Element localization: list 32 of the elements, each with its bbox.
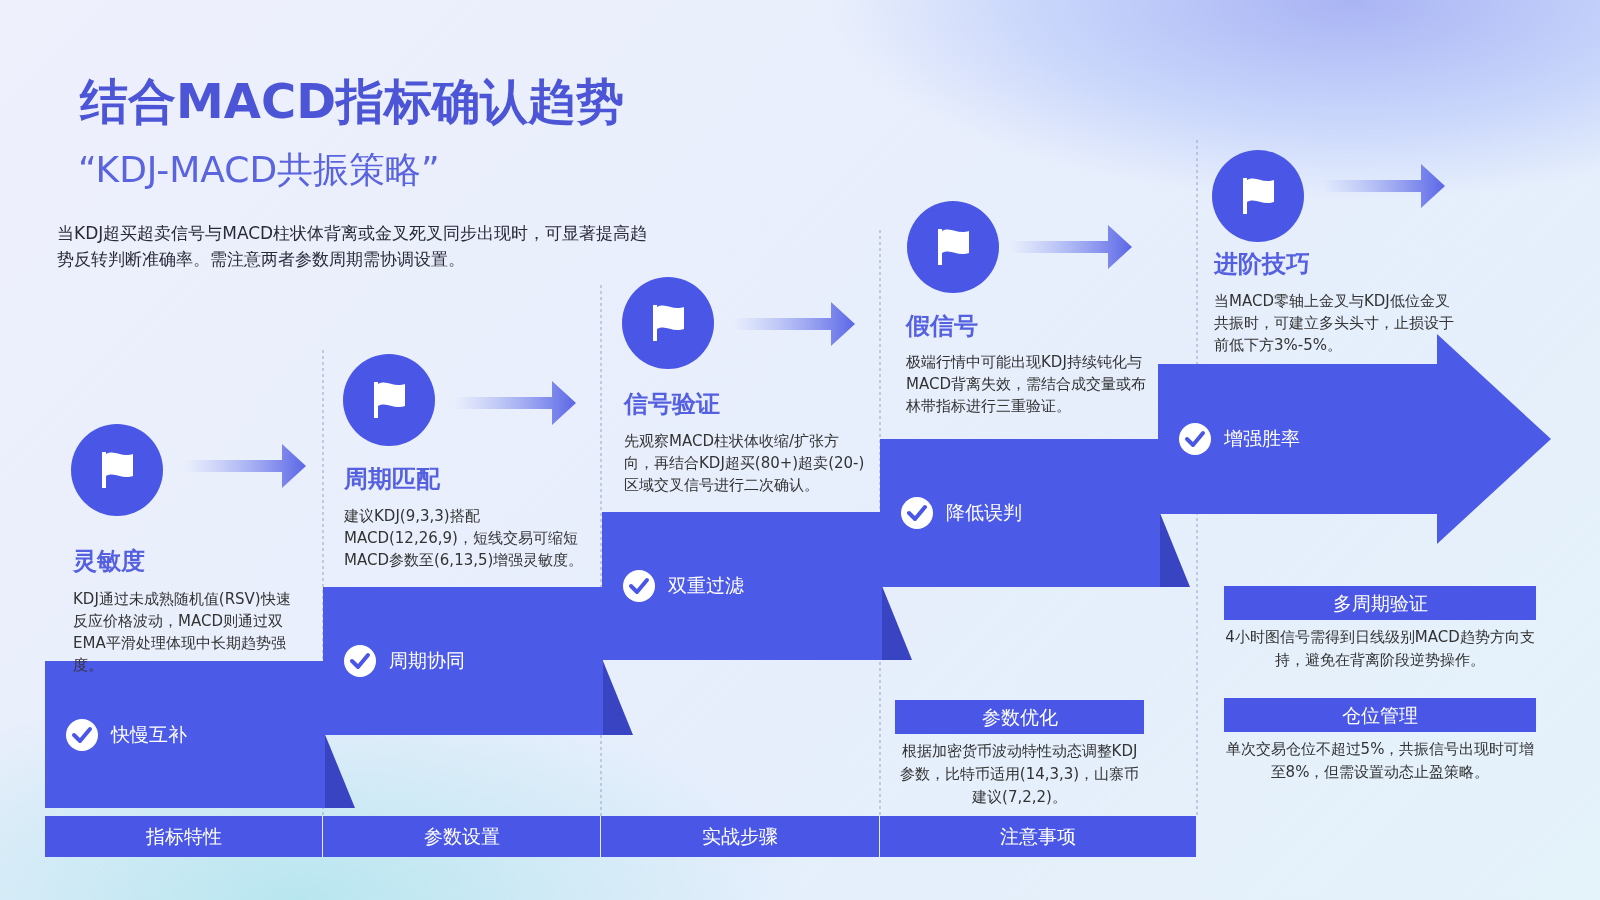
stair-block	[323, 587, 633, 735]
step-heading: 周期匹配	[344, 464, 440, 495]
intro-paragraph: 当KDJ超买超卖信号与MACD柱状体背离或金叉死叉同步出现时，可显著提高趋势反转判断准确率。需注意两者参数周期需协调设置。	[57, 222, 649, 271]
title: 结合MACD指标确认趋势	[80, 72, 624, 131]
stair-block	[880, 439, 1190, 587]
box-text: 4小时图信号需得到日线级别MACD趋势方向支持，避免在背离阶段逆势操作。	[1224, 627, 1536, 671]
box-text: 根据加密货币波动特性动态调整KDJ参数，比特币适用(14,3,3)，山寨币建议(7,2,2)。	[898, 741, 1141, 808]
box-text: 单次交易仓位不超过5%，共振信号出现时可增至8%，但需设置动态止盈策略。	[1224, 739, 1536, 783]
block-label: 增强胜率	[1224, 426, 1300, 451]
category-bar: 参数设置	[323, 816, 601, 857]
subtitle: “KDJ-MACD共振策略”	[78, 148, 440, 192]
step-description: 建议KDJ(9,3,3)搭配MACD(12,26,9)，短线交易可缩短MACD参数至(6,13,5)增强灵敏度。	[344, 506, 585, 571]
step-description: 先观察MACD柱状体收缩/扩张方向，再结合KDJ超买(80+)超卖(20-)区域交叉信号进行二次确认。	[624, 431, 866, 496]
step-heading: 假信号	[906, 311, 978, 342]
step-heading: 进阶技巧	[1214, 249, 1310, 280]
box-header: 多周期验证	[1224, 586, 1536, 620]
block-label: 双重过滤	[668, 573, 744, 598]
category-bar: 指标特性	[45, 816, 323, 857]
category-bar: 注意事项	[880, 816, 1197, 857]
step-description: 当MACD零轴上金叉与KDJ低位金叉共振时，可建立多头头寸，止损设于前低下方3%-5%。	[1214, 291, 1455, 356]
block-label: 周期协同	[389, 648, 465, 673]
box-header: 仓位管理	[1224, 698, 1536, 732]
step-description: KDJ通过未成熟随机值(RSV)快速反应价格波动，MACD则通过双EMA平滑处理体现中长期趋势强度。	[73, 589, 292, 676]
block-label: 降低误判	[946, 500, 1022, 525]
step-description: 极端行情中可能出现KDJ持续钝化与MACD背离失效，需结合成交量或布林带指标进行三重验证。	[906, 352, 1147, 417]
step-heading: 灵敏度	[73, 546, 145, 577]
arrow-block	[1158, 334, 1551, 544]
block-label: 快慢互补	[111, 721, 187, 747]
step-heading: 信号验证	[624, 389, 720, 420]
stair-block	[602, 512, 912, 660]
box-header: 参数优化	[895, 700, 1144, 734]
category-bar: 实战步骤	[601, 816, 880, 857]
